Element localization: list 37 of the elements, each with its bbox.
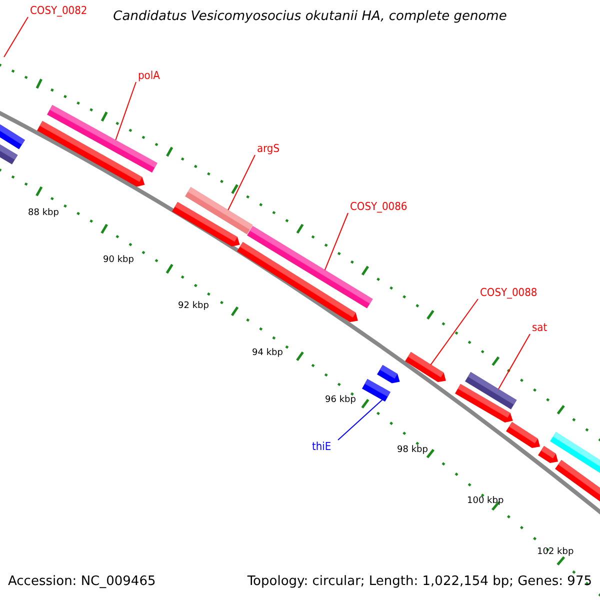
gene-label: thiE [312, 441, 332, 452]
gene-label: COSY_0088 [480, 287, 538, 298]
gene-bar [185, 187, 253, 235]
genome-info-text: Accession: NC_009465 [8, 575, 156, 588]
leader-line [338, 399, 383, 440]
gene-label: sat [532, 322, 548, 333]
scale-label: 102 kbp [537, 548, 574, 557]
leader-line [115, 82, 136, 140]
scale-label: 88 kbp [28, 209, 59, 218]
scale-label: 96 kbp [325, 396, 356, 405]
gene-label: polA [138, 70, 160, 81]
gene-bar [538, 446, 558, 464]
gene-label: COSY_0082 [30, 5, 88, 16]
gene-bar [506, 422, 540, 448]
gene-bar [47, 105, 158, 173]
gene-label: COSY_0086 [350, 201, 408, 212]
gene-bar [405, 352, 446, 382]
leader-line [324, 212, 348, 271]
gene-bar [554, 460, 600, 502]
scale-label: 94 kbp [252, 349, 283, 358]
gene-bar [0, 143, 18, 165]
leader-line [4, 16, 28, 58]
gene-bar [377, 365, 400, 384]
leader-line [498, 334, 530, 390]
scale-label: 98 kbp [397, 446, 428, 455]
gene-bar [247, 226, 373, 309]
gene-bar [0, 123, 25, 150]
gene-label: argS [257, 143, 280, 154]
gene-bar [362, 379, 391, 402]
scale-label: 90 kbp [103, 256, 134, 265]
title: Candidatus Vesicomyosocius okutanii HA, complete genome [113, 10, 507, 23]
genome-info-text: Topology: circular; Length: 1,022,154 bp; Genes: 975 [247, 575, 592, 588]
gene-bar [465, 372, 517, 410]
leader-line [228, 154, 256, 211]
scale-label: 100 kbp [467, 497, 504, 506]
scale-label: 92 kbp [178, 302, 209, 311]
leader-line [430, 298, 478, 366]
